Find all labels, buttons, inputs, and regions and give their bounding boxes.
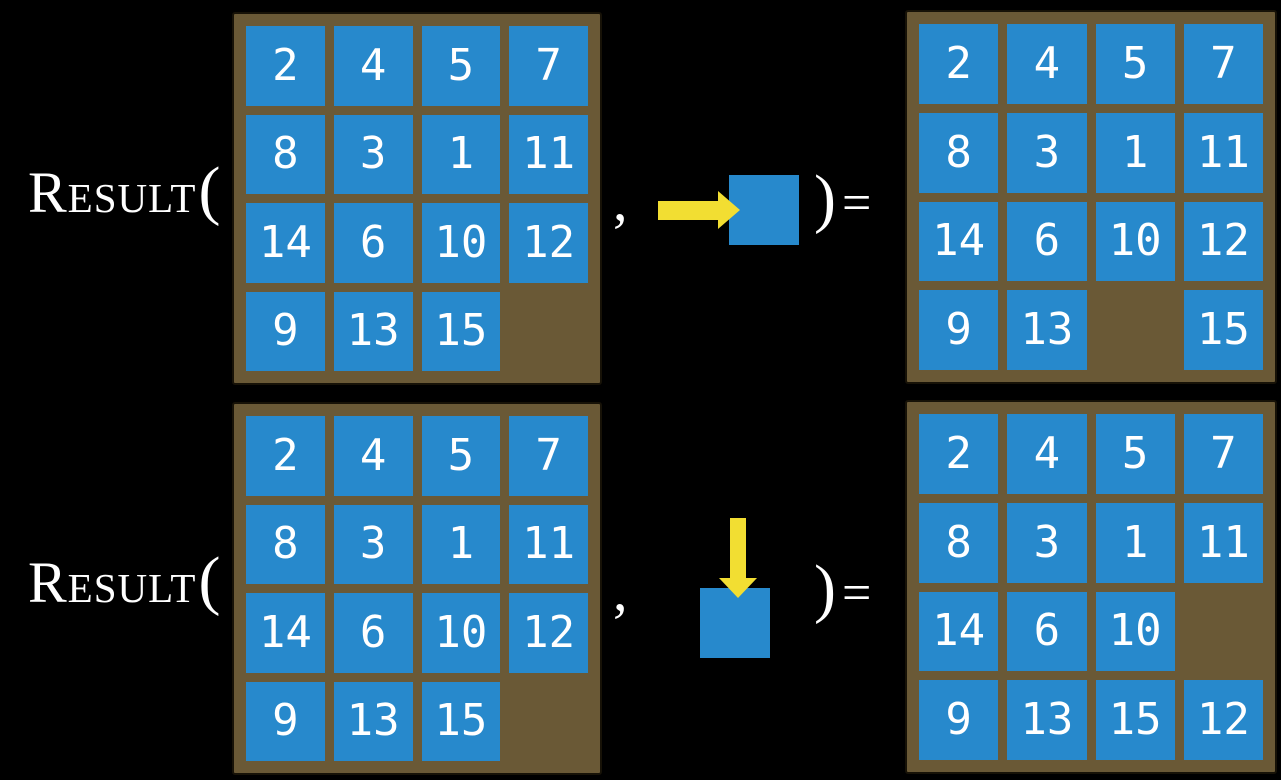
puzzle-tile-8: 8 bbox=[246, 114, 325, 194]
puzzle-tile-2: 2 bbox=[246, 26, 325, 106]
puzzle-tile-4: 4 bbox=[333, 26, 413, 106]
equals-sign: = bbox=[842, 175, 872, 232]
puzzle-tile-14: 14 bbox=[919, 201, 999, 282]
function-name: Result bbox=[28, 550, 197, 615]
puzzle-tile-1: 1 bbox=[1095, 112, 1175, 193]
puzzle-tile-9: 9 bbox=[919, 680, 999, 760]
empty-cell bbox=[1184, 592, 1263, 672]
puzzle-tile-2: 2 bbox=[919, 414, 999, 494]
empty-cell bbox=[1096, 290, 1175, 370]
puzzle-tile-2: 2 bbox=[246, 416, 325, 496]
puzzle-tile-15: 15 bbox=[1095, 680, 1175, 760]
puzzle-tile-11: 11 bbox=[509, 504, 588, 584]
puzzle-tile-1: 1 bbox=[421, 114, 501, 194]
puzzle-tile-8: 8 bbox=[246, 504, 325, 584]
puzzle-tile-6: 6 bbox=[333, 203, 413, 283]
blank-tile-action-down bbox=[700, 588, 770, 658]
puzzle-tile-4: 4 bbox=[333, 416, 413, 496]
puzzle-tile-3: 3 bbox=[1007, 112, 1087, 193]
puzzle-tile-8: 8 bbox=[919, 502, 999, 583]
puzzle-tile-6: 6 bbox=[333, 593, 413, 673]
puzzle-tile-3: 3 bbox=[333, 114, 413, 194]
puzzle-tile-7: 7 bbox=[1183, 414, 1263, 494]
function-call-1: Result( bbox=[28, 158, 220, 224]
puzzle-tile-5: 5 bbox=[421, 26, 501, 106]
puzzle-tile-15: 15 bbox=[421, 681, 501, 761]
puzzle-tile-1: 1 bbox=[1095, 502, 1175, 583]
puzzle-tile-12: 12 bbox=[509, 593, 588, 673]
puzzle-tile-10: 10 bbox=[421, 203, 501, 283]
close-paren: ) bbox=[814, 552, 836, 625]
puzzle-tile-7: 7 bbox=[509, 26, 588, 106]
puzzle-tile-10: 10 bbox=[1095, 591, 1175, 672]
puzzle-tile-14: 14 bbox=[246, 593, 325, 673]
puzzle-tile-15: 15 bbox=[1183, 290, 1263, 370]
puzzle-tile-14: 14 bbox=[246, 203, 325, 283]
empty-cell bbox=[509, 682, 588, 762]
close-paren: ) bbox=[814, 162, 836, 235]
puzzle-tile-3: 3 bbox=[333, 504, 413, 584]
puzzle-tile-5: 5 bbox=[421, 416, 501, 496]
puzzle-tile-11: 11 bbox=[1183, 112, 1263, 193]
puzzle-tile-4: 4 bbox=[1007, 414, 1087, 494]
puzzle-tile-9: 9 bbox=[246, 681, 325, 761]
puzzle-tile-5: 5 bbox=[1095, 24, 1175, 104]
puzzle-tile-15: 15 bbox=[421, 291, 501, 371]
open-paren: ( bbox=[198, 544, 221, 617]
puzzle-tile-4: 4 bbox=[1007, 24, 1087, 104]
puzzle-tile-9: 9 bbox=[919, 290, 999, 370]
puzzle-tile-10: 10 bbox=[421, 593, 501, 673]
arrow-right-icon bbox=[658, 191, 740, 229]
puzzle-tile-11: 11 bbox=[1183, 502, 1263, 583]
puzzle-tile-13: 13 bbox=[333, 291, 413, 371]
puzzle-tile-12: 12 bbox=[509, 203, 588, 283]
puzzle-tile-13: 13 bbox=[1007, 290, 1087, 370]
puzzle-tile-12: 12 bbox=[1183, 680, 1263, 760]
puzzle-tile-13: 13 bbox=[333, 681, 413, 761]
puzzle-tile-3: 3 bbox=[1007, 502, 1087, 583]
puzzle-tile-5: 5 bbox=[1095, 414, 1175, 494]
puzzle-tile-10: 10 bbox=[1095, 201, 1175, 282]
puzzle-tile-6: 6 bbox=[1007, 201, 1087, 282]
puzzle-tile-6: 6 bbox=[1007, 591, 1087, 672]
puzzle-tile-14: 14 bbox=[919, 591, 999, 672]
open-paren: ( bbox=[198, 154, 221, 227]
arrow-down-icon bbox=[719, 518, 757, 598]
puzzle-tile-9: 9 bbox=[246, 291, 325, 371]
function-name: Result bbox=[28, 160, 197, 225]
comma-separator: , bbox=[613, 558, 628, 623]
puzzle-tile-1: 1 bbox=[421, 504, 501, 584]
puzzle-tile-12: 12 bbox=[1183, 201, 1263, 282]
comma-separator: , bbox=[613, 168, 628, 233]
empty-cell bbox=[509, 292, 588, 372]
function-call-2: Result( bbox=[28, 548, 220, 614]
puzzle-tile-13: 13 bbox=[1007, 680, 1087, 760]
equals-sign: = bbox=[842, 565, 872, 622]
puzzle-tile-2: 2 bbox=[919, 24, 999, 104]
puzzle-tile-8: 8 bbox=[919, 112, 999, 193]
puzzle-tile-11: 11 bbox=[509, 114, 588, 194]
blank-tile-action-right bbox=[729, 175, 799, 245]
puzzle-tile-7: 7 bbox=[509, 416, 588, 496]
puzzle-tile-7: 7 bbox=[1183, 24, 1263, 104]
